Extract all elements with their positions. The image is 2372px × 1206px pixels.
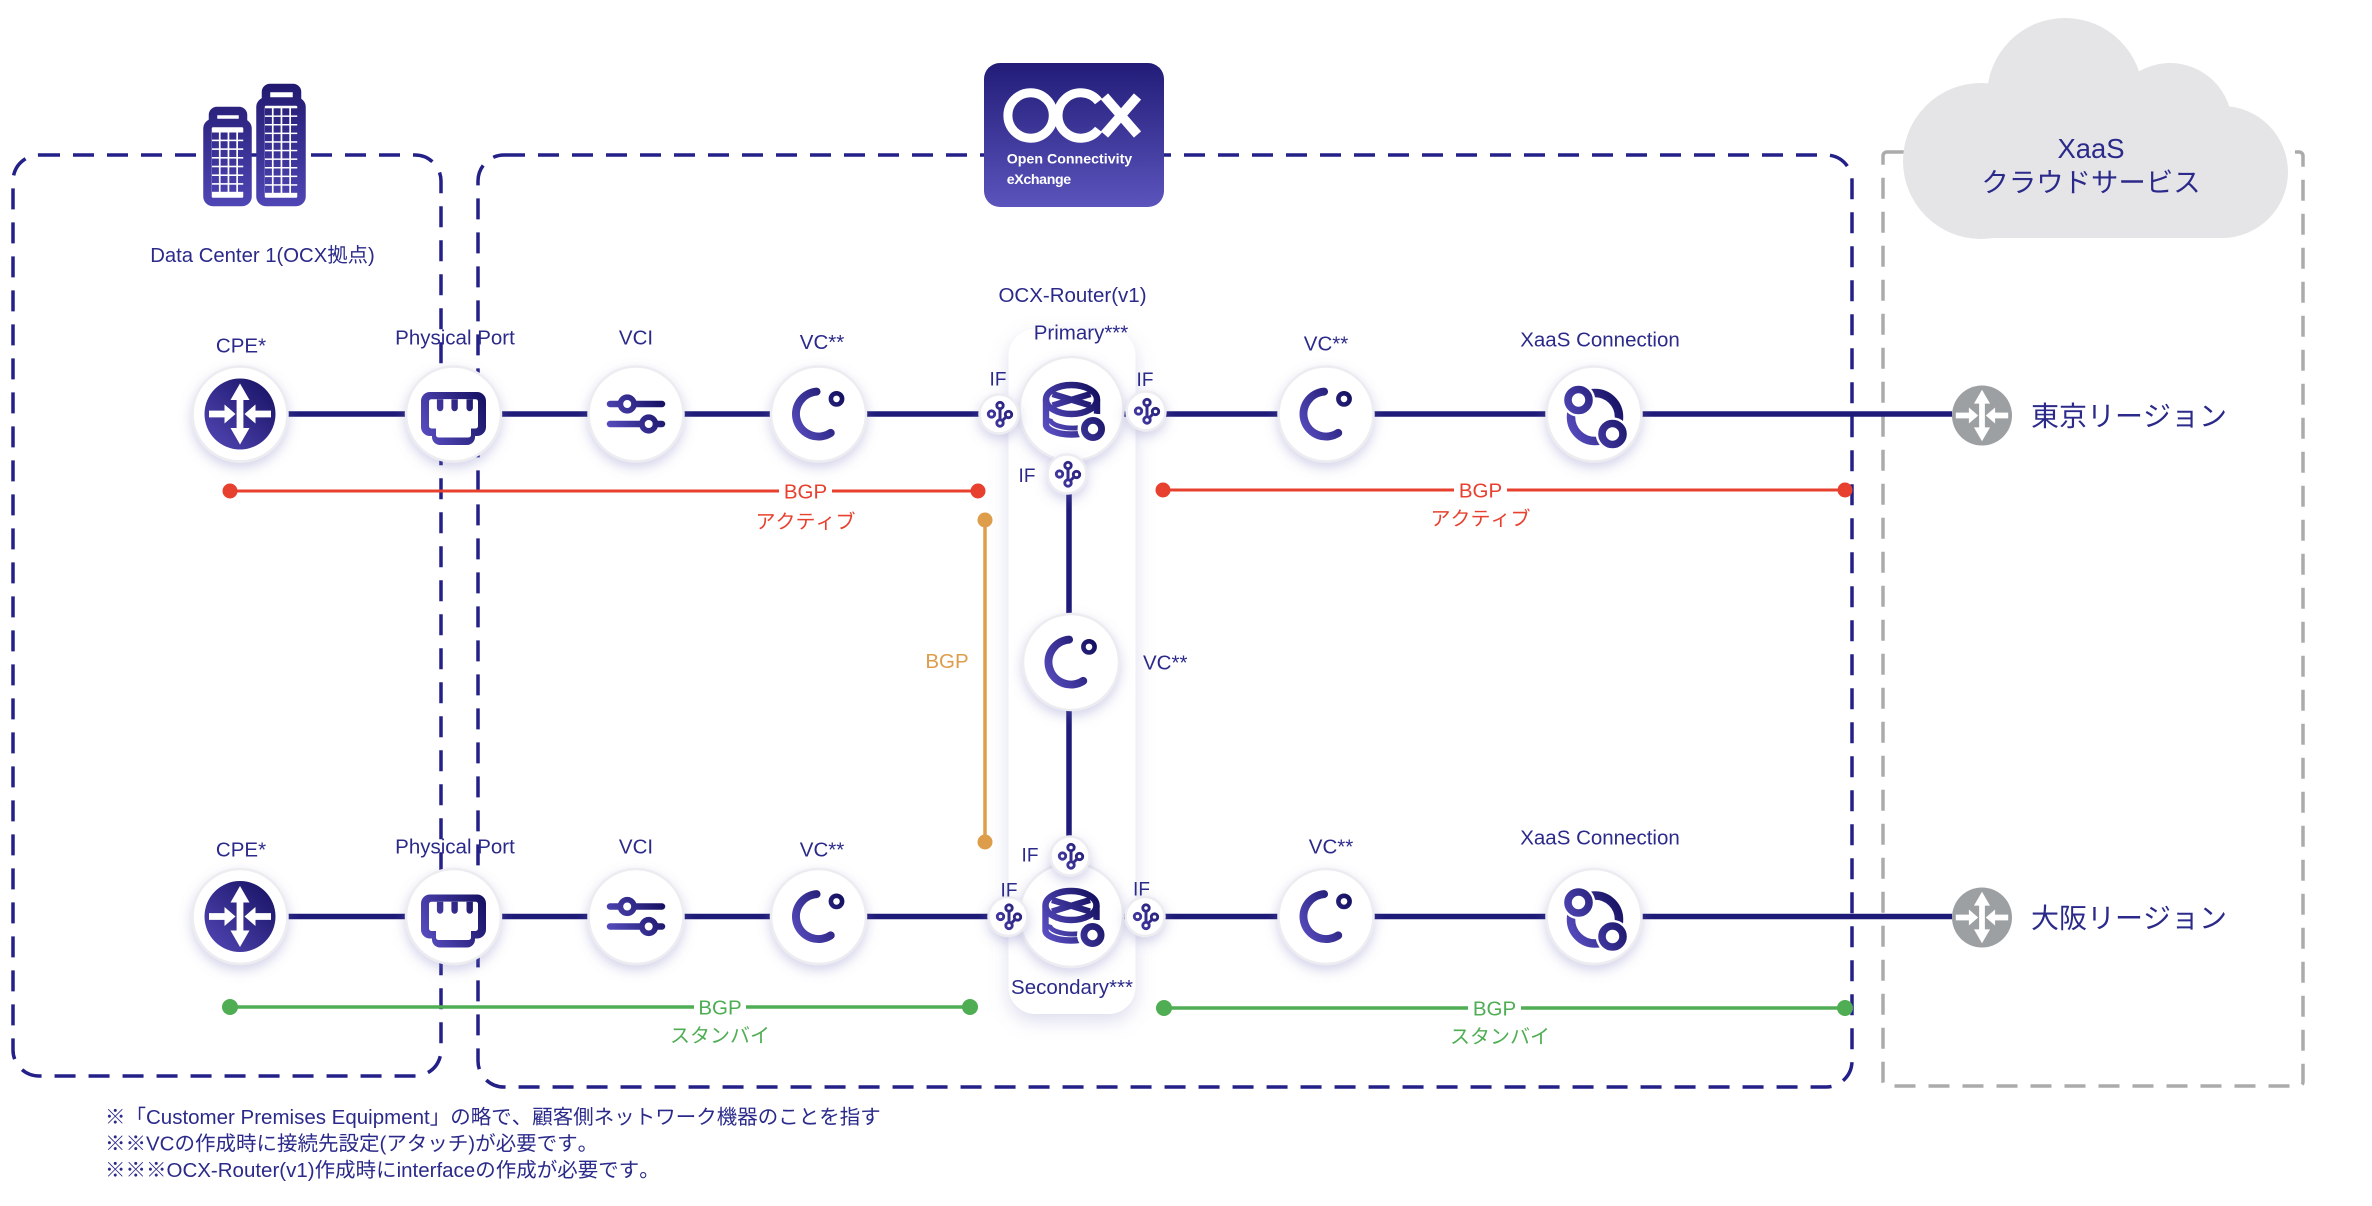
svg-text:VC**: VC** [800, 331, 844, 354]
svg-text:CPE*: CPE* [216, 335, 266, 358]
svg-text:Primary***: Primary*** [1034, 322, 1129, 345]
svg-text:BGP: BGP [784, 481, 827, 504]
svg-text:IF: IF [1001, 881, 1018, 902]
svg-text:(: ( [379, 1133, 386, 1156]
svg-text:Data Center 1(OCX: Data Center 1(OCX [150, 245, 327, 267]
svg-text:IF: IF [1022, 846, 1039, 867]
svg-text:interface: interface [397, 1159, 476, 1182]
svg-text:VC**: VC** [800, 839, 844, 862]
svg-text:Secondary***: Secondary*** [1011, 976, 1133, 999]
svg-text:BGP: BGP [925, 650, 968, 673]
svg-text:VC**: VC** [1143, 652, 1187, 675]
svg-text:OCX-Router(v1): OCX-Router(v1) [998, 284, 1146, 307]
svg-text:BGP: BGP [1473, 998, 1516, 1021]
svg-text:Open Connectivity: Open Connectivity [1007, 152, 1133, 168]
svg-text:CPE*: CPE* [216, 839, 266, 862]
svg-text:Physical Port: Physical Port [395, 327, 515, 350]
svg-text:IF: IF [990, 370, 1007, 391]
svg-text:VC**: VC** [1304, 333, 1348, 356]
svg-text:VC**: VC** [1309, 836, 1353, 859]
svg-text:IF: IF [1137, 370, 1154, 391]
svg-text:XaaS Connection: XaaS Connection [1520, 827, 1680, 850]
svg-text:XaaS Connection: XaaS Connection [1520, 329, 1680, 352]
svg-text:): ) [368, 245, 375, 267]
svg-text:OCX-Router(v1): OCX-Router(v1) [167, 1159, 315, 1182]
svg-text:IF: IF [1133, 880, 1150, 901]
svg-text:XaaS: XaaS [2057, 133, 2124, 164]
svg-text:IF: IF [1019, 466, 1036, 487]
svg-text:eXchange: eXchange [1007, 172, 1072, 188]
svg-text:Physical Port: Physical Port [395, 836, 515, 859]
svg-text:VC: VC [146, 1133, 175, 1156]
svg-text:): ) [468, 1133, 475, 1156]
svg-text:VCI: VCI [619, 327, 653, 350]
svg-text:BGP: BGP [698, 997, 741, 1020]
svg-text:BGP: BGP [1459, 480, 1502, 503]
svg-text:Customer Premises Equipment: Customer Premises Equipment [146, 1106, 430, 1129]
svg-text:VCI: VCI [619, 836, 653, 859]
